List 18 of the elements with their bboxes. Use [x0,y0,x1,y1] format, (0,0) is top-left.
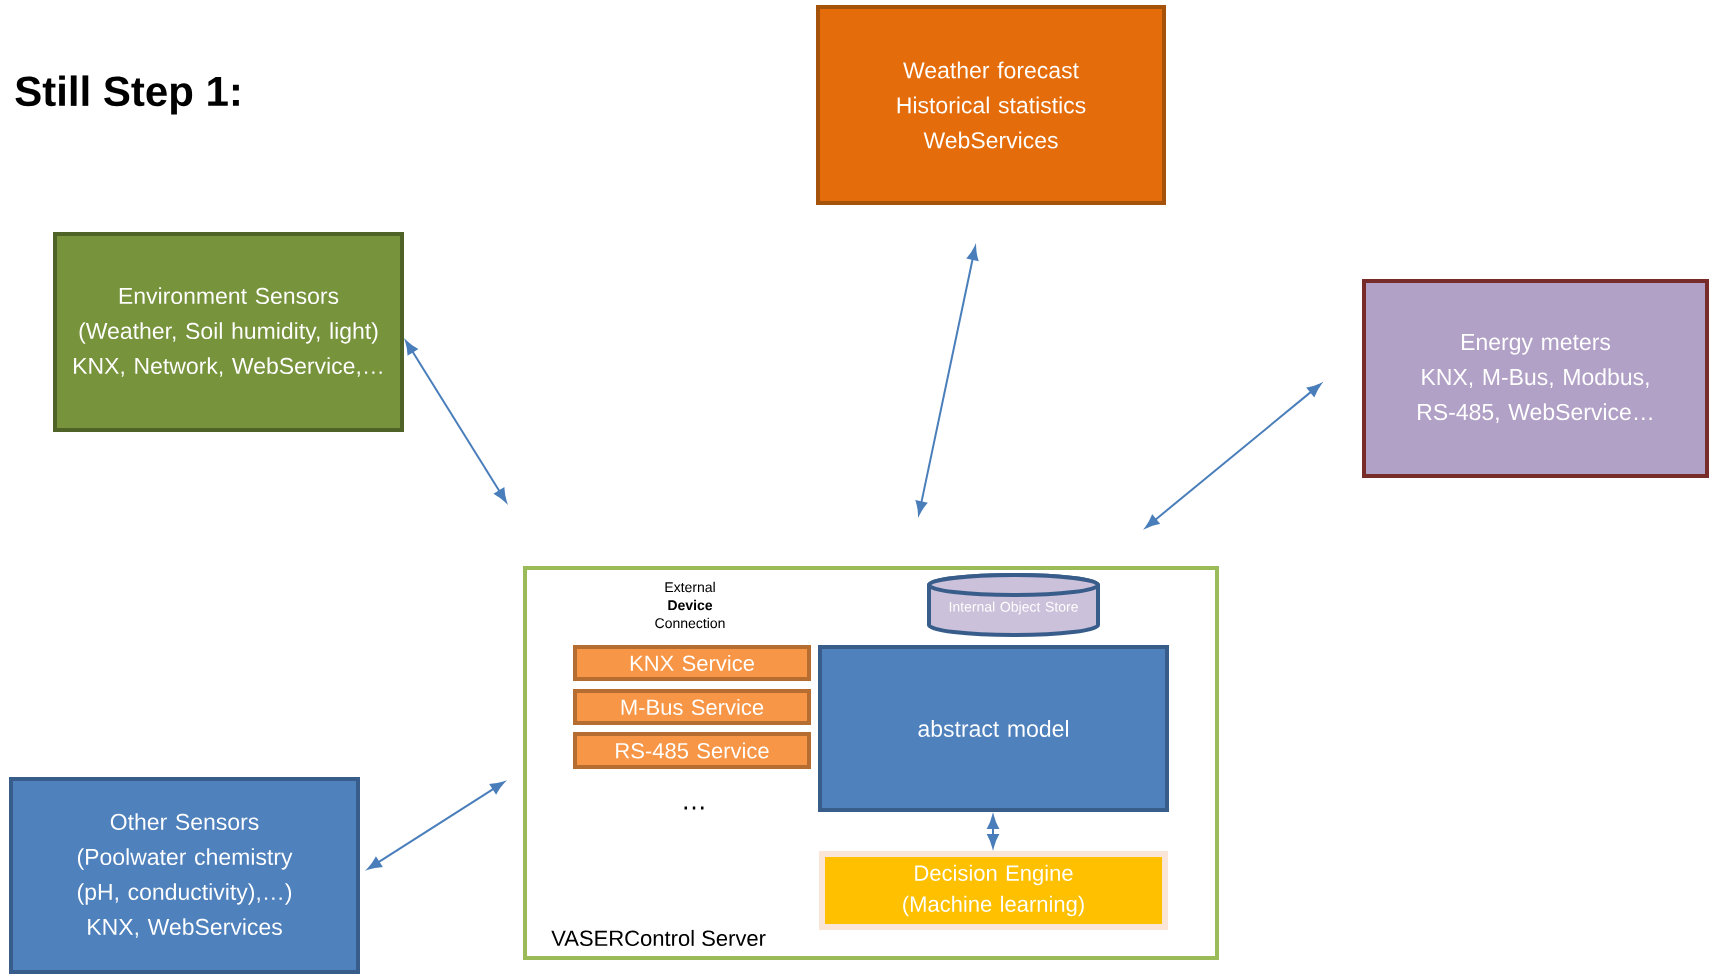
service-box: RS-485 Service [573,732,811,769]
arrow [987,815,999,848]
service-box: M-Bus Service [573,689,811,725]
arrow [367,781,505,870]
ellipsis: … [684,806,704,810]
sensor-box: Environment Sensors (Weather, Soil humidity, light) KNX, Network, WebService,… [53,232,404,432]
arrow [915,246,979,516]
service-box: KNX Service [573,645,811,681]
arrow [1145,383,1322,529]
source-box: Weather forecast Historical statistics WebServices [816,5,1166,205]
caption: External Device Connection [655,581,725,629]
meter-box: Energy meters KNX, M-Bus, Modbus, RS-485, WebService… [1362,279,1709,478]
arrow [405,340,507,503]
title: Still Step 1: [15,75,239,115]
sensor-box: Other Sensors (Poolwater chemistry (pH, conductivity),…) KNX, WebServices [9,777,360,974]
model-box: abstract model [818,645,1169,812]
cylinder: Internal Object Store [927,573,1100,637]
engine-box: Decision Engine (Machine learning) [819,851,1168,930]
